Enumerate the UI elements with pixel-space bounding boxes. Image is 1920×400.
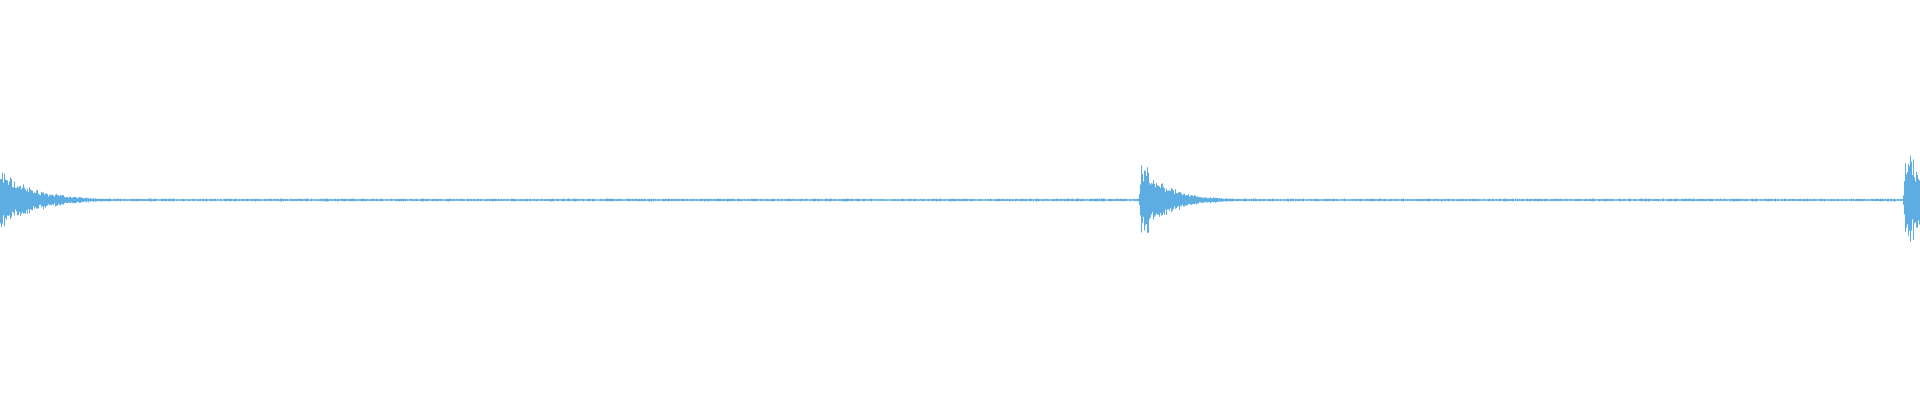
waveform-signal: [0, 155, 1920, 242]
